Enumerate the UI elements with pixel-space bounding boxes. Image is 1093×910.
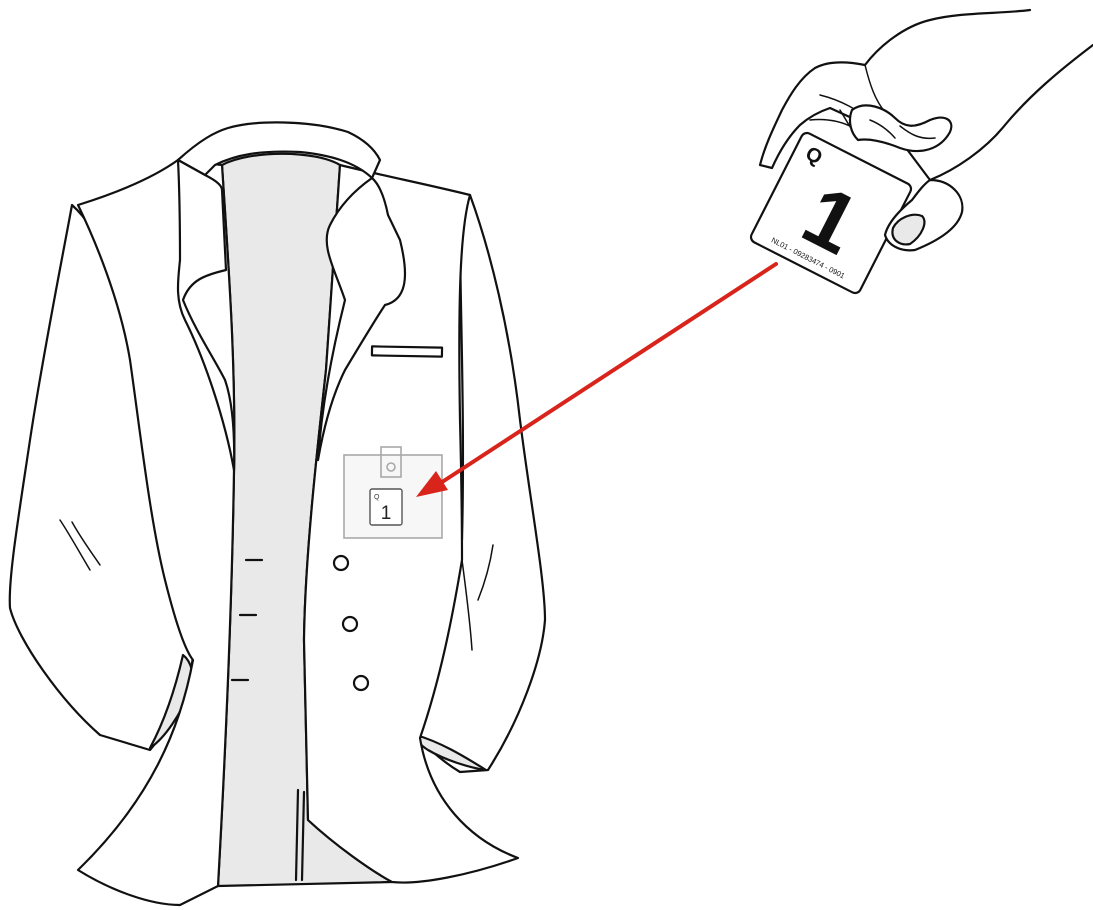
left-front-panel — [76, 158, 236, 907]
button — [352, 674, 370, 692]
button — [341, 615, 359, 633]
badge-tag — [369, 488, 403, 526]
fingertips — [848, 104, 953, 153]
hand-back — [758, 8, 1093, 182]
hand: Q 1 NL01 - 09283474 - 0901 — [749, 8, 1093, 295]
left-sleeve-crease — [59, 519, 101, 571]
collar — [176, 121, 382, 180]
button — [332, 554, 350, 572]
right-sleeve-crease — [461, 544, 494, 651]
arrow-head — [416, 471, 448, 497]
badge-clip — [380, 446, 402, 478]
badge-tag-number: 1 — [381, 503, 392, 524]
arrow-line — [434, 262, 778, 488]
card-body — [749, 131, 913, 295]
finger-line — [869, 119, 936, 140]
card: Q 1 NL01 - 09283474 - 0901 — [749, 131, 913, 295]
badge-tag-letter: Q — [374, 494, 380, 501]
vent-line — [294, 788, 306, 882]
chest-pocket — [370, 345, 444, 358]
thumbnail — [891, 213, 926, 246]
badge-holder: Q 1 — [343, 446, 443, 539]
left-lapel — [176, 158, 236, 472]
jacket — [8, 121, 547, 907]
badge-clip-hole — [386, 462, 396, 472]
arrow — [416, 262, 778, 497]
right-lapel — [316, 176, 407, 462]
hand-knuckle-crease — [809, 64, 886, 139]
